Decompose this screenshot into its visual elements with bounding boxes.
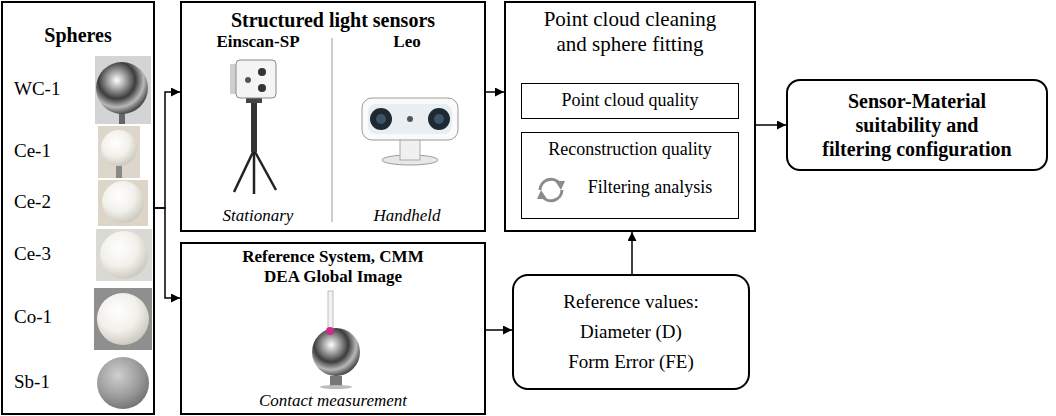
tripod-leg [234,150,254,192]
sensor-panel: Structured light sensorsEinscan-SP Statio… [180,1,486,232]
ceramic-sphere [101,130,137,166]
cycle-icon [537,179,565,200]
leo-figure [362,98,458,165]
flow-arrow [756,124,786,126]
scanner-body [362,98,458,140]
panel-heading: Reference System, CMM DEA Global Image [233,247,433,288]
flow-arrow [486,329,512,331]
box-text: Form Error (FE) [568,347,694,377]
label-anchor: WC-1 [14,78,60,101]
scanner-lens [428,108,450,130]
box-text: Diameter (D) [580,317,682,347]
sensor-name: Einscan-SP [216,32,299,52]
cycle-head [537,190,547,199]
coated-sphere [97,293,149,345]
mode-caption: Stationary [223,206,294,226]
sphere-label: Sb-1 [14,371,50,394]
scanner-neck [400,138,420,160]
box-text: Filtering analysis [588,177,713,199]
label-anchor: Ce-2 [14,191,51,214]
photo-ground [98,126,140,178]
photo-ground [98,180,148,226]
tripod-leg [253,150,256,194]
sphere-shadow [320,385,352,389]
tungsten-sphere [96,62,148,114]
flow-arrow [155,92,180,208]
scanner-lens [434,114,444,124]
tripod-column [251,100,257,152]
cycle-arc [542,190,562,201]
photo-ground [94,288,152,350]
box-text: Point cloud quality [562,90,699,112]
mode-caption: Contact measurement [259,391,407,411]
output-text: Sensor-Material suitability and filterin… [821,89,1014,161]
sphere-photos [94,56,152,409]
tripod-leg [254,150,276,190]
scanner-front [368,104,452,134]
reference-sphere [312,328,360,376]
einscan-figure [230,60,276,194]
ceramic-sphere [102,181,144,223]
box-text: Reconstruction quality [548,139,711,161]
scanner-head [236,60,276,98]
sphere-label: Ce-2 [14,191,51,214]
sandblasted-sphere [97,357,149,409]
cycle-arc [540,179,560,190]
process-box: Point cloud quality [521,83,739,119]
flow-arrow [631,232,633,274]
photo-ground [96,229,152,281]
scanner-lens [258,68,266,76]
sphere-stand [116,164,122,178]
box-text: Reference values: [563,287,699,317]
sphere-label: Ce-3 [14,243,51,266]
probe-tip [326,327,334,335]
label-anchor: Ce-3 [14,243,51,266]
label-anchor: Sb-1 [14,371,50,394]
flow-arrow [155,208,180,298]
scanner-projector [245,77,251,83]
sensor-name: Leo [393,32,420,52]
processing-panel: Point cloud cleaning and sphere fittingP… [504,1,756,232]
cmm-figure [312,291,360,389]
panel-heading: Structured light sensors [231,8,435,32]
scanner-projector [407,116,413,122]
divider-line [332,38,333,222]
scanner-lens [370,108,392,130]
panel-heading: Point cloud cleaning and sphere fitting [533,7,728,57]
reference-panel: Reference System, CMM DEA Global ImageCo… [180,242,486,415]
scanner-lens [258,84,266,92]
sphere-label: Ce-1 [14,140,51,163]
scanner-lens [376,114,386,124]
mode-caption: Handheld [373,206,440,226]
panel-heading: Spheres [44,23,111,47]
label-anchor: Co-1 [14,306,52,329]
probe-stylus [328,291,333,331]
photo-ground [95,56,151,124]
sphere-label: Co-1 [14,306,52,329]
sphere-stem [330,376,342,386]
rounded-box: Reference values:Diameter (D)Form Error … [512,274,750,390]
flow-arrow [486,91,504,93]
process-box: Reconstruction qualityFiltering analysis [521,132,739,219]
sphere-label: WC-1 [14,78,60,101]
cycle-head [555,181,565,190]
output-box: Sensor-Material suitability and filterin… [786,79,1048,171]
ceramic-sphere [100,231,148,279]
label-anchor: Ce-1 [14,140,51,163]
